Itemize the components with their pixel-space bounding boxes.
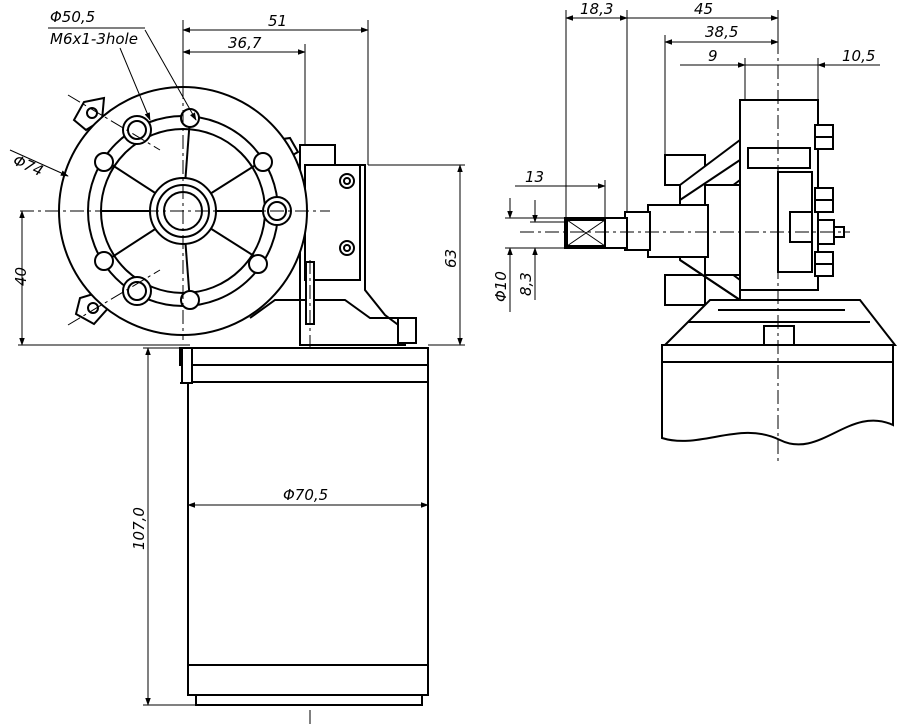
dim-9-label: 9 (708, 47, 718, 65)
dim-107-label: 107,0 (130, 507, 148, 550)
dim-13-label: 13 (525, 168, 544, 186)
dim-74-label: Φ74 (10, 151, 46, 180)
dim-40-label: 40 (12, 267, 30, 286)
hole-callout-thread: M6x1-3hole (50, 30, 138, 48)
dim-18-3-label: 18,3 (580, 0, 613, 18)
side-flange (662, 299, 898, 347)
side-housing (739, 99, 845, 291)
output-shaft (564, 204, 709, 258)
dim-63-label: 63 (442, 249, 460, 268)
m6-threaded-holes (122, 115, 292, 306)
dim-51-label: 51 (268, 12, 287, 30)
hole-callout-diameter: Φ50,5 (50, 8, 95, 26)
gearbox-housing (249, 144, 417, 346)
side-dimensions: 18,3 45 38,5 9 10,5 13 Φ10 8,3 (492, 0, 880, 312)
front-dimensions: 51 36,7 Φ50,5 M6x1-3hole Φ74 40 63 Φ70,5… (9, 8, 465, 706)
dim-38-5-label: 38,5 (705, 23, 738, 41)
dim-45-label: 45 (694, 0, 713, 18)
dim-10-label: Φ10 (492, 271, 510, 302)
motor-can (179, 347, 429, 706)
side-view (520, 40, 898, 465)
dim-36-7-label: 36,7 (228, 34, 262, 52)
side-gear-cover (664, 138, 741, 306)
dim-8-3-label: 8,3 (517, 272, 535, 296)
dim-70-5-label: Φ70,5 (283, 486, 328, 504)
front-view (20, 60, 429, 728)
dim-10-5-label: 10,5 (842, 47, 875, 65)
